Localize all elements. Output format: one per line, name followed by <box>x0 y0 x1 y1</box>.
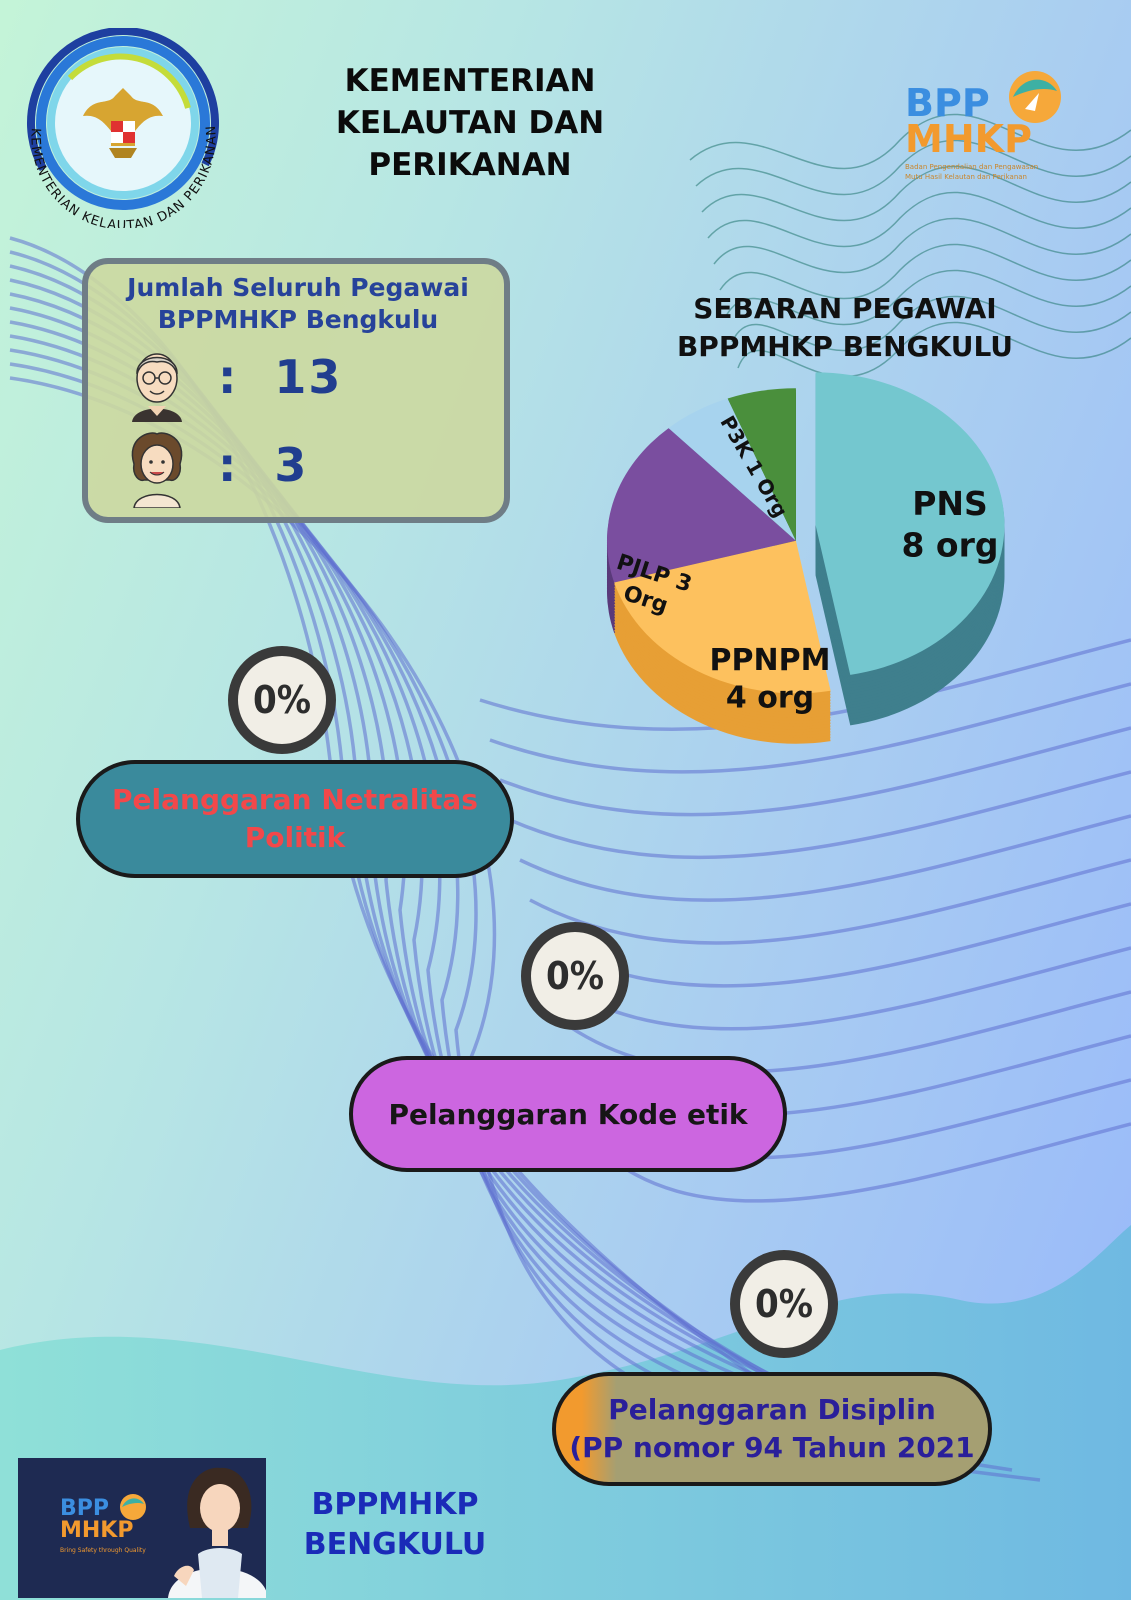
decor-contour-line <box>695 139 1131 196</box>
decor-curve-line <box>529 858 1131 945</box>
garuda-emblem <box>83 88 163 158</box>
decor-contour-line <box>719 243 1131 300</box>
footer-fish-mark-icon <box>120 1494 146 1520</box>
chart-title-line2: BPPMHKP BENGKULU <box>676 330 1014 363</box>
decor-contour-line <box>689 113 1131 170</box>
decor-contour-line <box>731 295 1131 352</box>
netralitas-percent-circle: 0% <box>228 646 336 754</box>
chart-title: SEBARAN PEGAWAI BPPMHKP BENGKULU <box>650 290 1040 366</box>
netralitas-label-line2: Politik <box>244 821 346 854</box>
footer-logo-top: BPP <box>60 1496 110 1521</box>
decor-contour-line <box>737 321 1131 378</box>
chart-title-line1: SEBARAN PEGAWAI <box>693 292 997 325</box>
ministry-seal: KEMENTERIAN KELAUTAN DAN PERIKANAN <box>10 27 235 234</box>
female-avatar-icon <box>131 432 183 508</box>
disiplin-label-line1: Pelanggaran Disiplin <box>608 1393 936 1426</box>
woman-illustration <box>168 1467 266 1598</box>
employee-summary-card: Jumlah Seluruh Pegawai BPPMHKP Bengkulu … <box>82 258 510 523</box>
footer-logo-bottom: MHKP <box>60 1518 134 1543</box>
disiplin-label-line2: (PP nomor 94 Tahun 2021 <box>569 1431 975 1464</box>
female-count-row: : 3 <box>118 432 498 512</box>
fish-mark-icon <box>1009 71 1061 123</box>
summary-title: Jumlah Seluruh Pegawai BPPMHKP Bengkulu <box>108 272 488 336</box>
netralitas-label-line1: Pelanggaran Netralitas <box>112 783 478 816</box>
bpp-mhkp-logo: BPP MHKP Badan Pengendalian dan Pengawas… <box>905 65 1075 190</box>
male-avatar-icon <box>132 353 182 422</box>
footer-name-line1: BPPMHKP <box>311 1487 479 1522</box>
decor-curve-line <box>549 946 1131 1031</box>
ministry-title: KEMENTERIAN KELAUTAN DAN PERIKANAN <box>230 60 710 186</box>
male-count: : 13 <box>218 350 343 404</box>
footer-office-name: BPPMHKP BENGKULU <box>295 1485 495 1565</box>
female-count: : 3 <box>218 438 309 492</box>
summary-title-line2: BPPMHKP Bengkulu <box>157 305 439 334</box>
decor-curve-line <box>519 814 1131 902</box>
kode-etik-percent-circle: 0% <box>521 922 629 1030</box>
bpp-logo-tagline2: Mutu Hasil Kelautan dan Perikanan <box>905 173 1027 181</box>
bpp-logo-tagline1: Badan Pengendalian dan Pengawasan <box>905 163 1039 171</box>
male-count-row: : 13 <box>118 344 498 424</box>
decor-curve-line <box>509 770 1131 859</box>
bpp-logo-bottom-text: MHKP <box>905 117 1032 161</box>
decor-curve-line <box>558 990 1131 1074</box>
footer-logo-tagline: Bring Safety through Quality <box>60 1547 146 1554</box>
decor-contour-line <box>701 165 1131 222</box>
pie-slice-p3k-1-org <box>727 388 796 541</box>
pie-slice-unlabeled <box>668 398 796 541</box>
disiplin-percent-circle: 0% <box>730 1250 838 1358</box>
ministry-title-line1: KEMENTERIAN <box>344 63 596 99</box>
kode-etik-violation-pill: Pelanggaran Kode etik <box>349 1056 787 1172</box>
decor-contour-lines <box>689 113 1131 378</box>
footer-logo-card: BPP MHKP Bring Safety through Quality <box>18 1458 266 1598</box>
summary-title-line1: Jumlah Seluruh Pegawai <box>127 273 469 302</box>
pie-slice-pjlp-3 <box>606 428 796 583</box>
footer-name-line2: BENGKULU <box>303 1527 487 1562</box>
decor-contour-line <box>713 217 1131 274</box>
netralitas-violation-pill: Pelanggaran Netralitas Politik <box>76 760 514 878</box>
disiplin-violation-pill: Pelanggaran Disiplin (PP nomor 94 Tahun … <box>552 1372 992 1486</box>
bpp-logo-top-text: BPP <box>905 81 990 125</box>
decor-curve-line <box>489 682 1131 774</box>
pie-slice-pns <box>815 372 1005 675</box>
decor-curve-line <box>499 726 1131 817</box>
pie-slice-ppnpm <box>614 540 831 694</box>
kode-etik-label: Pelanggaran Kode etik <box>388 1097 748 1131</box>
decor-curve-line <box>588 1122 1131 1203</box>
decor-contour-line <box>707 191 1131 248</box>
decor-contour-line <box>725 269 1131 326</box>
ministry-title-line2: KELAUTAN DAN PERIKANAN <box>335 105 605 183</box>
